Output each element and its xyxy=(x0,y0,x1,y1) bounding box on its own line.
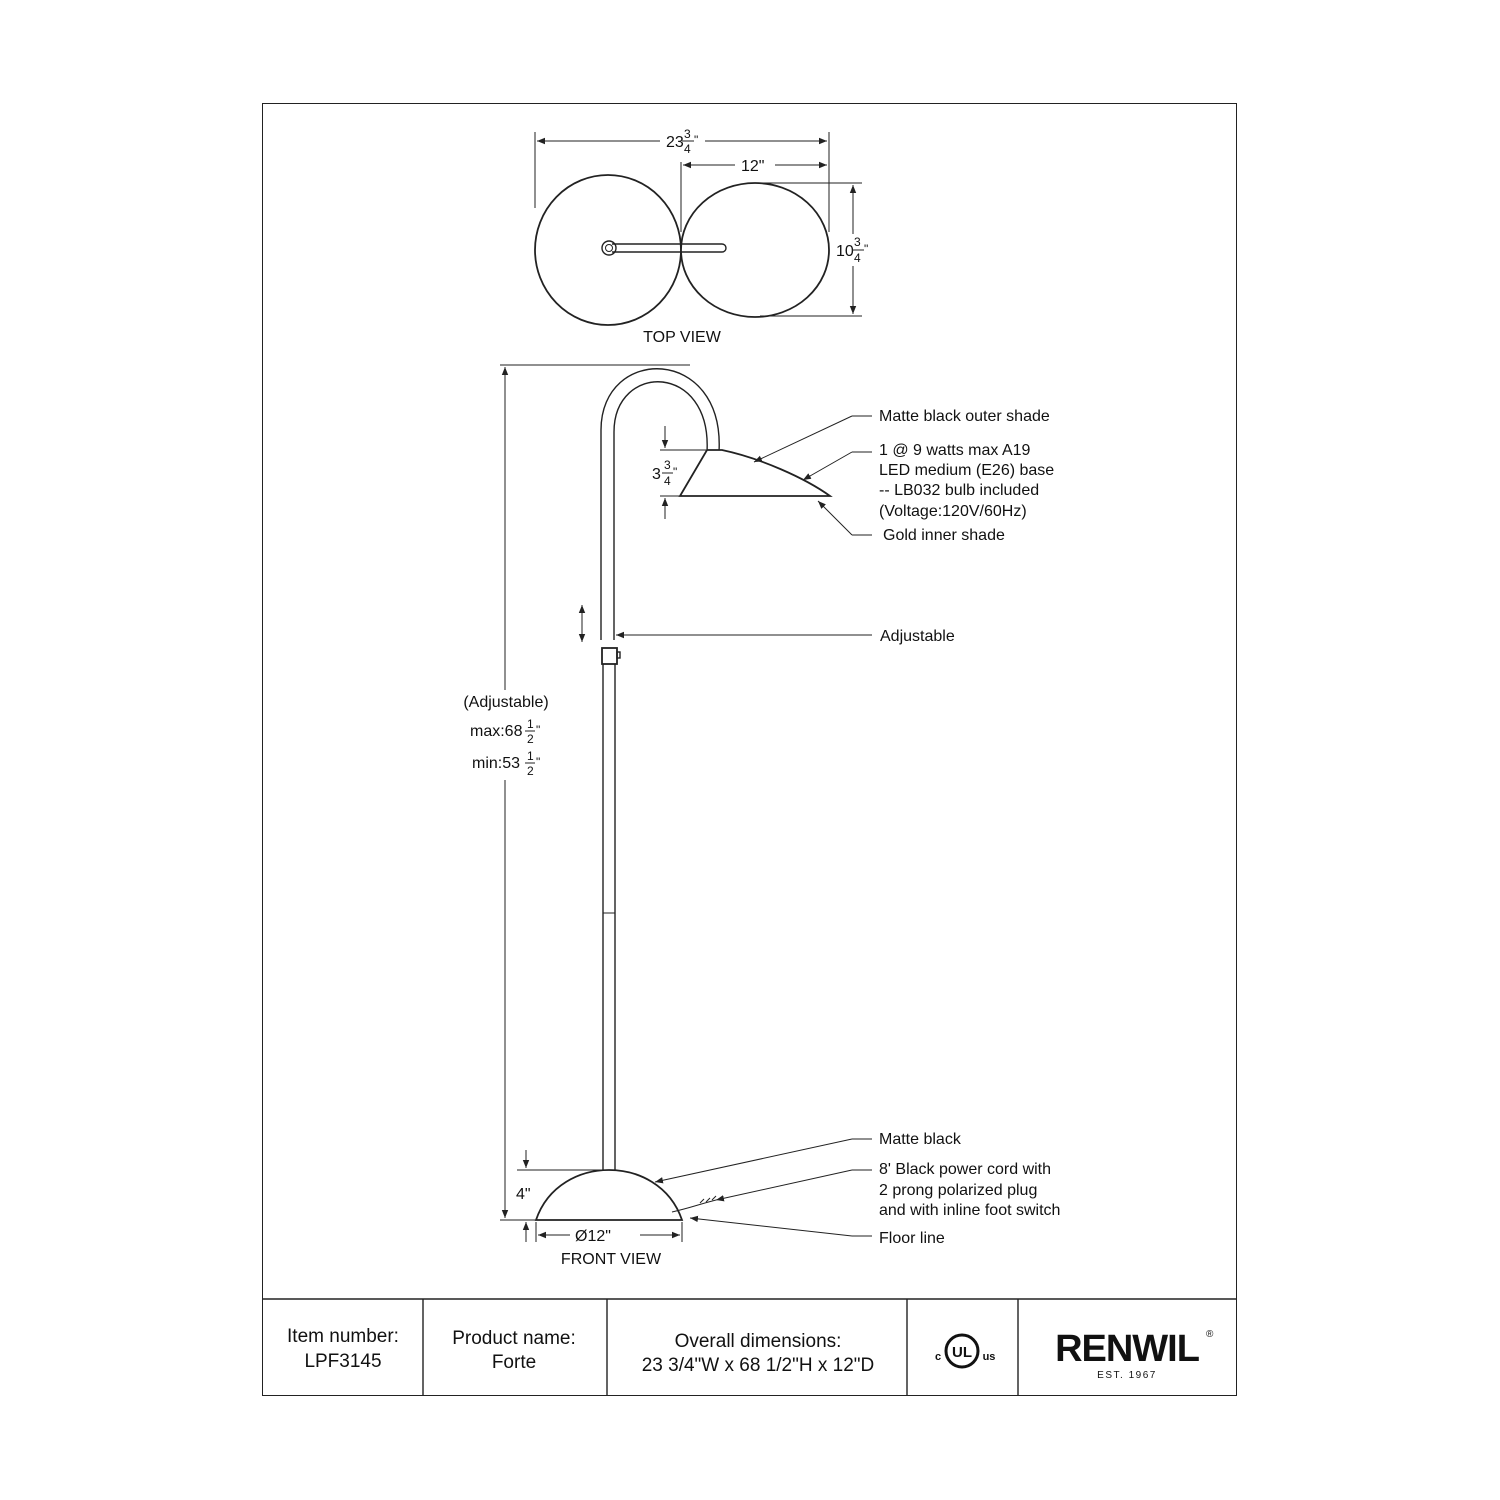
frac-num: 1 xyxy=(527,717,534,731)
callout-inner-shade: Gold inner shade xyxy=(883,527,1005,544)
height-max: max:68 xyxy=(470,723,523,740)
frac-den: 4 xyxy=(854,251,861,265)
callout-bulb-1: 1 @ 9 watts max A19 xyxy=(879,442,1031,459)
callout-adjustable: Adjustable xyxy=(880,628,955,645)
callout-cord-2: 2 prong polarized plug xyxy=(879,1182,1037,1199)
callout-bulb-4: (Voltage:120V/60Hz) xyxy=(879,503,1027,520)
depth-dim: 10 xyxy=(836,243,854,260)
brand-registered: ® xyxy=(1206,1329,1214,1340)
ul-us-text: us xyxy=(983,1351,996,1363)
frac-den: 4 xyxy=(664,474,671,488)
leader xyxy=(753,415,853,463)
lamp-shade xyxy=(678,449,833,497)
base-diameter-dim: Ø12" xyxy=(575,1228,611,1245)
adjust-knob xyxy=(616,651,621,659)
gooseneck-outer xyxy=(600,368,720,640)
front-view: (Adjustable) max:68 1 2 " min:53 1 2 " 3… xyxy=(463,364,833,1268)
leader xyxy=(802,451,853,481)
overall-width-dim: 23 xyxy=(666,134,684,151)
title-block: Item number: LPF3145 Product name: Forte… xyxy=(263,1298,1237,1396)
callout-cord-1: 8' Black power cord with xyxy=(879,1161,1051,1178)
ul-c-text: c xyxy=(935,1351,941,1363)
callout-outer-shade: Matte black outer shade xyxy=(879,408,1050,425)
brand-name: RENWIL xyxy=(1055,1328,1200,1370)
callout-base-finish: Matte black xyxy=(879,1131,962,1148)
top-left-shade-circle xyxy=(534,174,682,326)
frac-den: 2 xyxy=(527,764,534,778)
overall-dimensions-label: Overall dimensions: xyxy=(675,1331,842,1352)
frac-unit: " xyxy=(536,723,540,737)
frac-num: 3 xyxy=(664,458,671,472)
frac-unit: " xyxy=(536,755,540,769)
leader xyxy=(715,1169,853,1202)
callouts: Matte black outer shade 1 @ 9 watts max … xyxy=(616,408,1060,1247)
item-number-label: Item number: xyxy=(287,1326,399,1347)
frac-num: 3 xyxy=(684,127,691,141)
top-right-shade-circle xyxy=(680,182,830,318)
height-adjustable-label: (Adjustable) xyxy=(463,694,548,711)
frac-den: 2 xyxy=(527,732,534,746)
callout-bulb-3: -- LB032 bulb included xyxy=(879,482,1039,499)
leader xyxy=(654,1138,853,1184)
cord-detail xyxy=(699,1195,717,1204)
ul-text: UL xyxy=(952,1344,972,1361)
dome-base xyxy=(534,1169,684,1221)
top-stem-circle xyxy=(601,240,617,256)
base-height-dim: 4" xyxy=(516,1186,531,1203)
shade-diameter-dim: 12" xyxy=(741,158,764,175)
brand-established: EST. 1967 xyxy=(1097,1370,1157,1381)
callout-bulb-2: LED medium (E26) base xyxy=(879,462,1054,479)
renwil-logo: RENWIL ® EST. 1967 xyxy=(1055,1328,1214,1381)
top-view: 23 3 4 " 12" 10 3 4 " TOP VIEW xyxy=(534,127,868,346)
adjust-collar xyxy=(601,647,618,665)
frac-unit: " xyxy=(694,133,698,147)
callout-floor-line: Floor line xyxy=(879,1230,945,1247)
frac-num: 3 xyxy=(854,235,861,249)
top-stem-inner xyxy=(605,244,613,252)
frac-unit: " xyxy=(864,242,868,256)
ul-circle xyxy=(944,1333,980,1369)
frac-unit: " xyxy=(673,465,677,479)
drawing-sheet xyxy=(262,103,1237,1396)
front-view-title: FRONT VIEW xyxy=(561,1251,662,1268)
callout-cord-3: and with inline foot switch xyxy=(879,1202,1060,1219)
overall-dimensions-value: 23 3/4"W x 68 1/2"H x 12"D xyxy=(642,1355,875,1376)
shade-height-dim: 3 xyxy=(652,466,661,483)
frac-num: 1 xyxy=(527,749,534,763)
top-arm xyxy=(612,243,727,253)
height-min: min:53 xyxy=(472,755,520,772)
leader xyxy=(817,500,853,536)
frac-den: 4 xyxy=(684,142,691,156)
power-cord xyxy=(671,1199,717,1213)
leader xyxy=(689,1215,853,1237)
item-number-value: LPF3145 xyxy=(304,1351,381,1372)
product-name-label: Product name: xyxy=(452,1328,576,1349)
gooseneck-inner xyxy=(613,381,708,640)
product-name-value: Forte xyxy=(492,1352,536,1373)
top-view-title: TOP VIEW xyxy=(643,329,722,346)
ul-certification-logo: UL c us xyxy=(935,1333,996,1369)
